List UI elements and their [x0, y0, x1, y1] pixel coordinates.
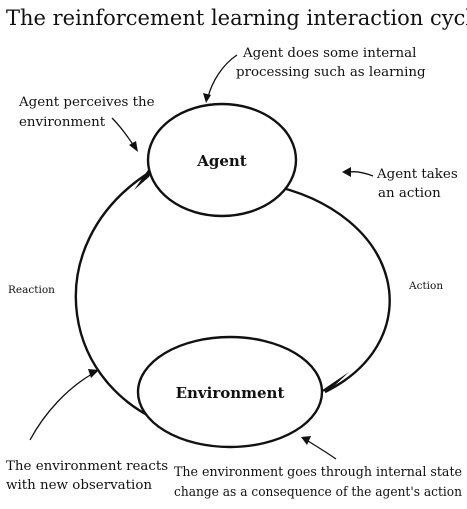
reaction-edge-label: Reaction — [8, 284, 55, 296]
diagram-title: The reinforcement learning interaction c… — [6, 6, 467, 30]
annotation-agent-processing-pointer — [207, 54, 238, 98]
annotation-env-reacts: The environment reacts with new observat… — [6, 369, 168, 493]
action-edge-label: Action — [408, 280, 443, 292]
annotation-agent-perceives: Agent perceives the environment — [18, 95, 155, 152]
annotation-agent-perceives-pointer — [111, 117, 135, 147]
annotation-env-reacts-line2: with new observation — [6, 478, 152, 493]
annotation-agent-acts: Agent takes an action — [342, 167, 458, 201]
annotation-env-state-change-line1: The environment goes through internal st… — [174, 465, 462, 480]
annotation-env-state-change-line2: change as a consequence of the agent's a… — [174, 485, 462, 500]
annotation-env-reacts-arrowhead — [88, 369, 99, 378]
annotation-agent-perceives-line1: Agent perceives the — [18, 95, 155, 110]
annotation-agent-acts-pointer — [349, 171, 374, 177]
annotation-env-state-change-arrowhead — [301, 436, 311, 445]
environment-ellipse — [136, 335, 324, 449]
annotation-agent-processing-arrowhead — [203, 93, 211, 103]
environment-node: Environment — [136, 335, 324, 449]
reaction-arc — [74, 170, 183, 431]
annotation-agent-processing-line2: processing such as learning — [236, 65, 426, 80]
agent-ellipse — [146, 102, 298, 218]
annotation-agent-processing: Agent does some internal processing such… — [203, 46, 426, 103]
annotation-agent-perceives-line2: environment — [19, 115, 106, 130]
annotation-env-reacts-line1: The environment reacts — [6, 459, 168, 474]
annotation-env-state-change: The environment goes through internal st… — [174, 436, 462, 500]
agent-label: Agent — [196, 152, 247, 170]
action-arrowhead — [315, 372, 349, 395]
annotation-env-state-change-pointer — [307, 440, 337, 460]
annotation-env-reacts-pointer — [29, 373, 93, 441]
annotation-agent-acts-line2: an action — [378, 186, 441, 201]
annotation-agent-processing-line1: Agent does some internal — [242, 46, 416, 61]
action-arc — [265, 182, 391, 394]
environment-label: Environment — [176, 384, 285, 402]
annotation-agent-acts-line1: Agent takes — [376, 167, 458, 182]
agent-node: Agent — [146, 102, 298, 218]
annotation-agent-perceives-arrowhead — [129, 141, 138, 152]
annotation-agent-acts-arrowhead — [342, 167, 351, 177]
